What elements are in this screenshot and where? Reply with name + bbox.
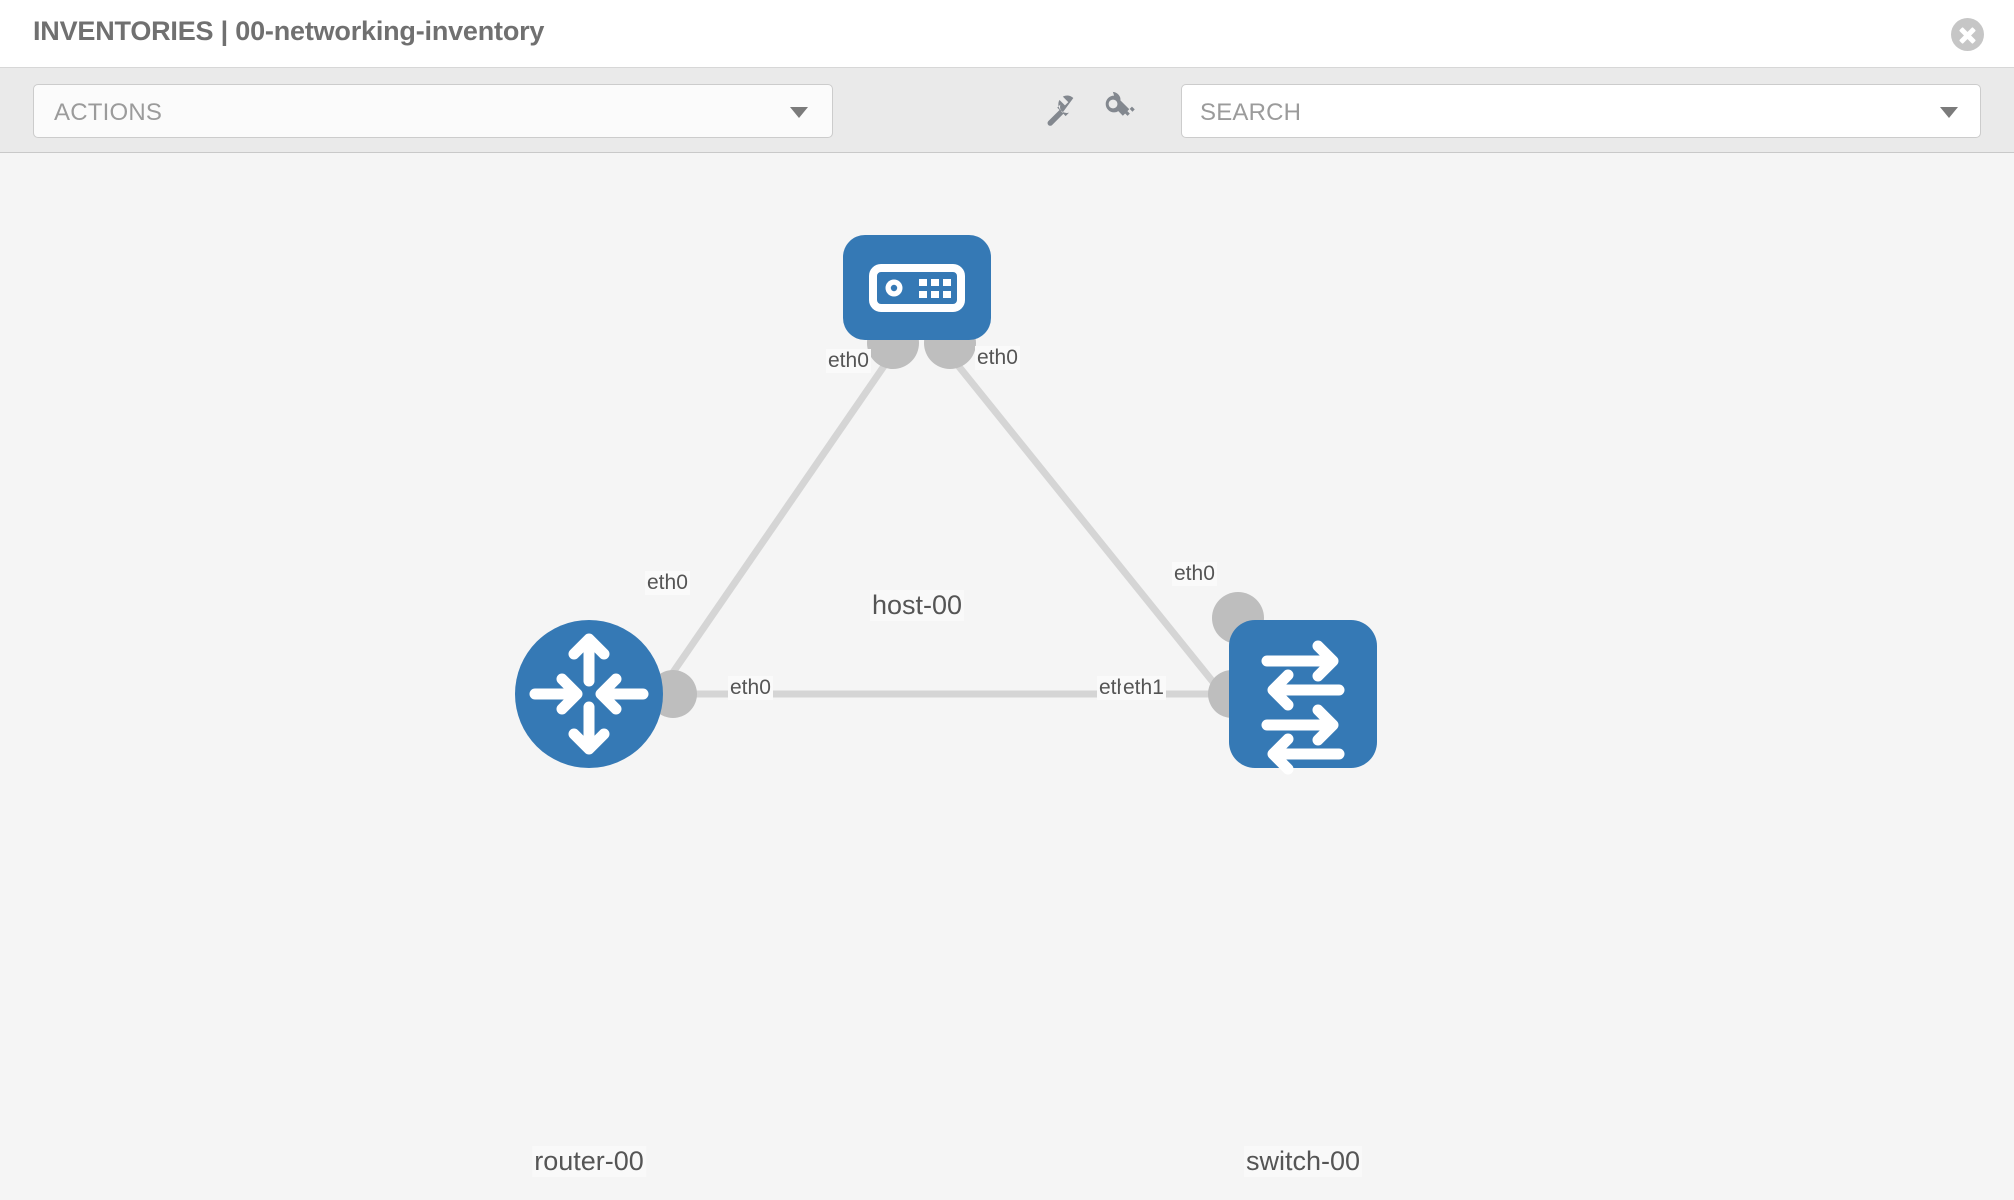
edge-label-router-north: eth0 (645, 571, 690, 595)
topology-canvas[interactable]: eth0 eth0 eth0 eth0 eth0 eth eth1 host-0… (0, 153, 2014, 1200)
edge-label-switch-west: eth1 (1121, 676, 1166, 700)
wrench-icon[interactable] (1038, 90, 1080, 132)
node-label-router-00: router-00 (532, 1146, 646, 1177)
edge-host-router[interactable] (642, 351, 896, 715)
node-switch-00[interactable] (1229, 620, 1377, 775)
page-title: INVENTORIES | 00-networking-inventory (33, 16, 545, 46)
node-label-host-00: host-00 (869, 590, 965, 621)
edge-group (642, 350, 1241, 716)
edge-label-router-east: eth0 (728, 676, 773, 700)
key-icon[interactable] (1098, 90, 1140, 132)
router-arrows-icon (529, 633, 649, 755)
actions-dropdown-label: ACTIONS (54, 99, 163, 126)
topology-svg (515, 235, 1377, 775)
edge-label-switch-north: eth0 (1172, 562, 1217, 586)
close-icon[interactable] (1951, 18, 1984, 51)
toolbar: ACTIONS SEARCH (0, 68, 2014, 153)
node-label-switch-00: switch-00 (1243, 1146, 1363, 1177)
edge-host-switch[interactable] (945, 350, 1241, 716)
edge-label-host-left: eth0 (826, 349, 871, 373)
switch-arrows-icon (1261, 640, 1345, 775)
search-input[interactable]: SEARCH (1181, 84, 1981, 138)
node-router-00[interactable] (515, 620, 663, 768)
search-placeholder: SEARCH (1200, 99, 1302, 126)
connector-group (649, 317, 1264, 718)
node-host-00[interactable] (843, 235, 991, 340)
edge-label-host-right: eth0 (975, 346, 1020, 370)
server-icon (869, 264, 965, 312)
title-bar: INVENTORIES | 00-networking-inventory (0, 0, 2014, 68)
chevron-down-icon (790, 107, 808, 118)
actions-dropdown[interactable]: ACTIONS (33, 84, 833, 138)
chevron-down-icon[interactable] (1940, 107, 1958, 118)
